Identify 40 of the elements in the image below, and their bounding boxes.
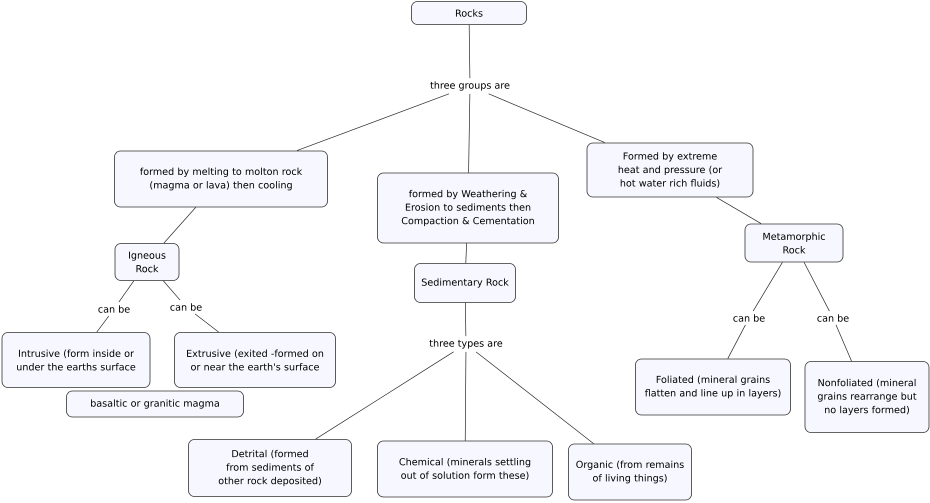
concept-box: Extrusive (exited -formed on or near the earth's surface: [174, 332, 336, 388]
concept-box: Detrital (formed from sediments of other rock deposited): [188, 439, 352, 497]
connector-line: [727, 324, 746, 359]
linking-phrase: can be: [814, 311, 852, 325]
linking-phrase: can be: [166, 300, 206, 314]
concept-box: Organic (from remains of living things): [568, 444, 692, 500]
linking-phrase: can be: [730, 311, 768, 325]
concept-box: Formed by extreme heat and pressure (or hot water rich fluids): [586, 142, 754, 198]
concept-box: basaltic or granitic magma: [66, 390, 244, 418]
connector-line: [836, 324, 852, 362]
connector-line: [752, 262, 783, 312]
concept-box: Igneous Rock: [114, 243, 180, 281]
connector-line: [468, 94, 470, 173]
connector-line: [315, 351, 454, 440]
concept-box: formed by melting to molton rock (magma or lava) then cooling: [114, 150, 328, 208]
connector-line: [96, 316, 110, 332]
connector-line: [118, 280, 134, 302]
connector-line: [164, 207, 196, 244]
concept-box: Foliated (mineral grains flatten and line up in layers): [635, 358, 791, 416]
connector-line: [465, 243, 467, 264]
concept-box: Sedimentary Rock: [414, 263, 516, 303]
linking-phrase: three groups are: [427, 78, 513, 94]
concept-box: formed by Weathering & Erosion to sediments then Compaction & Cementation: [377, 172, 559, 244]
connector-line: [464, 351, 466, 441]
concept-box: Nonfoliated (mineral grains rearrange but no layers formed): [804, 361, 930, 433]
connector-line: [464, 302, 466, 336]
linking-phrase: can be: [94, 302, 134, 316]
connector-line: [194, 314, 220, 332]
concept-box: Rocks: [411, 1, 527, 25]
concept-box: Intrusive (form inside or under the earths surface: [2, 332, 150, 388]
concept-box: Metamorphic Rock: [744, 224, 844, 262]
concept-box: Chemical (minerals settling out of solution form these): [377, 440, 553, 498]
connector-line: [296, 94, 450, 151]
connector-line: [804, 262, 830, 312]
connector-line: [468, 24, 470, 78]
connector-line: [488, 94, 606, 143]
connector-line: [716, 197, 762, 224]
connector-line: [163, 280, 180, 300]
linking-phrase: three types are: [426, 336, 506, 352]
connector-line: [476, 351, 594, 444]
